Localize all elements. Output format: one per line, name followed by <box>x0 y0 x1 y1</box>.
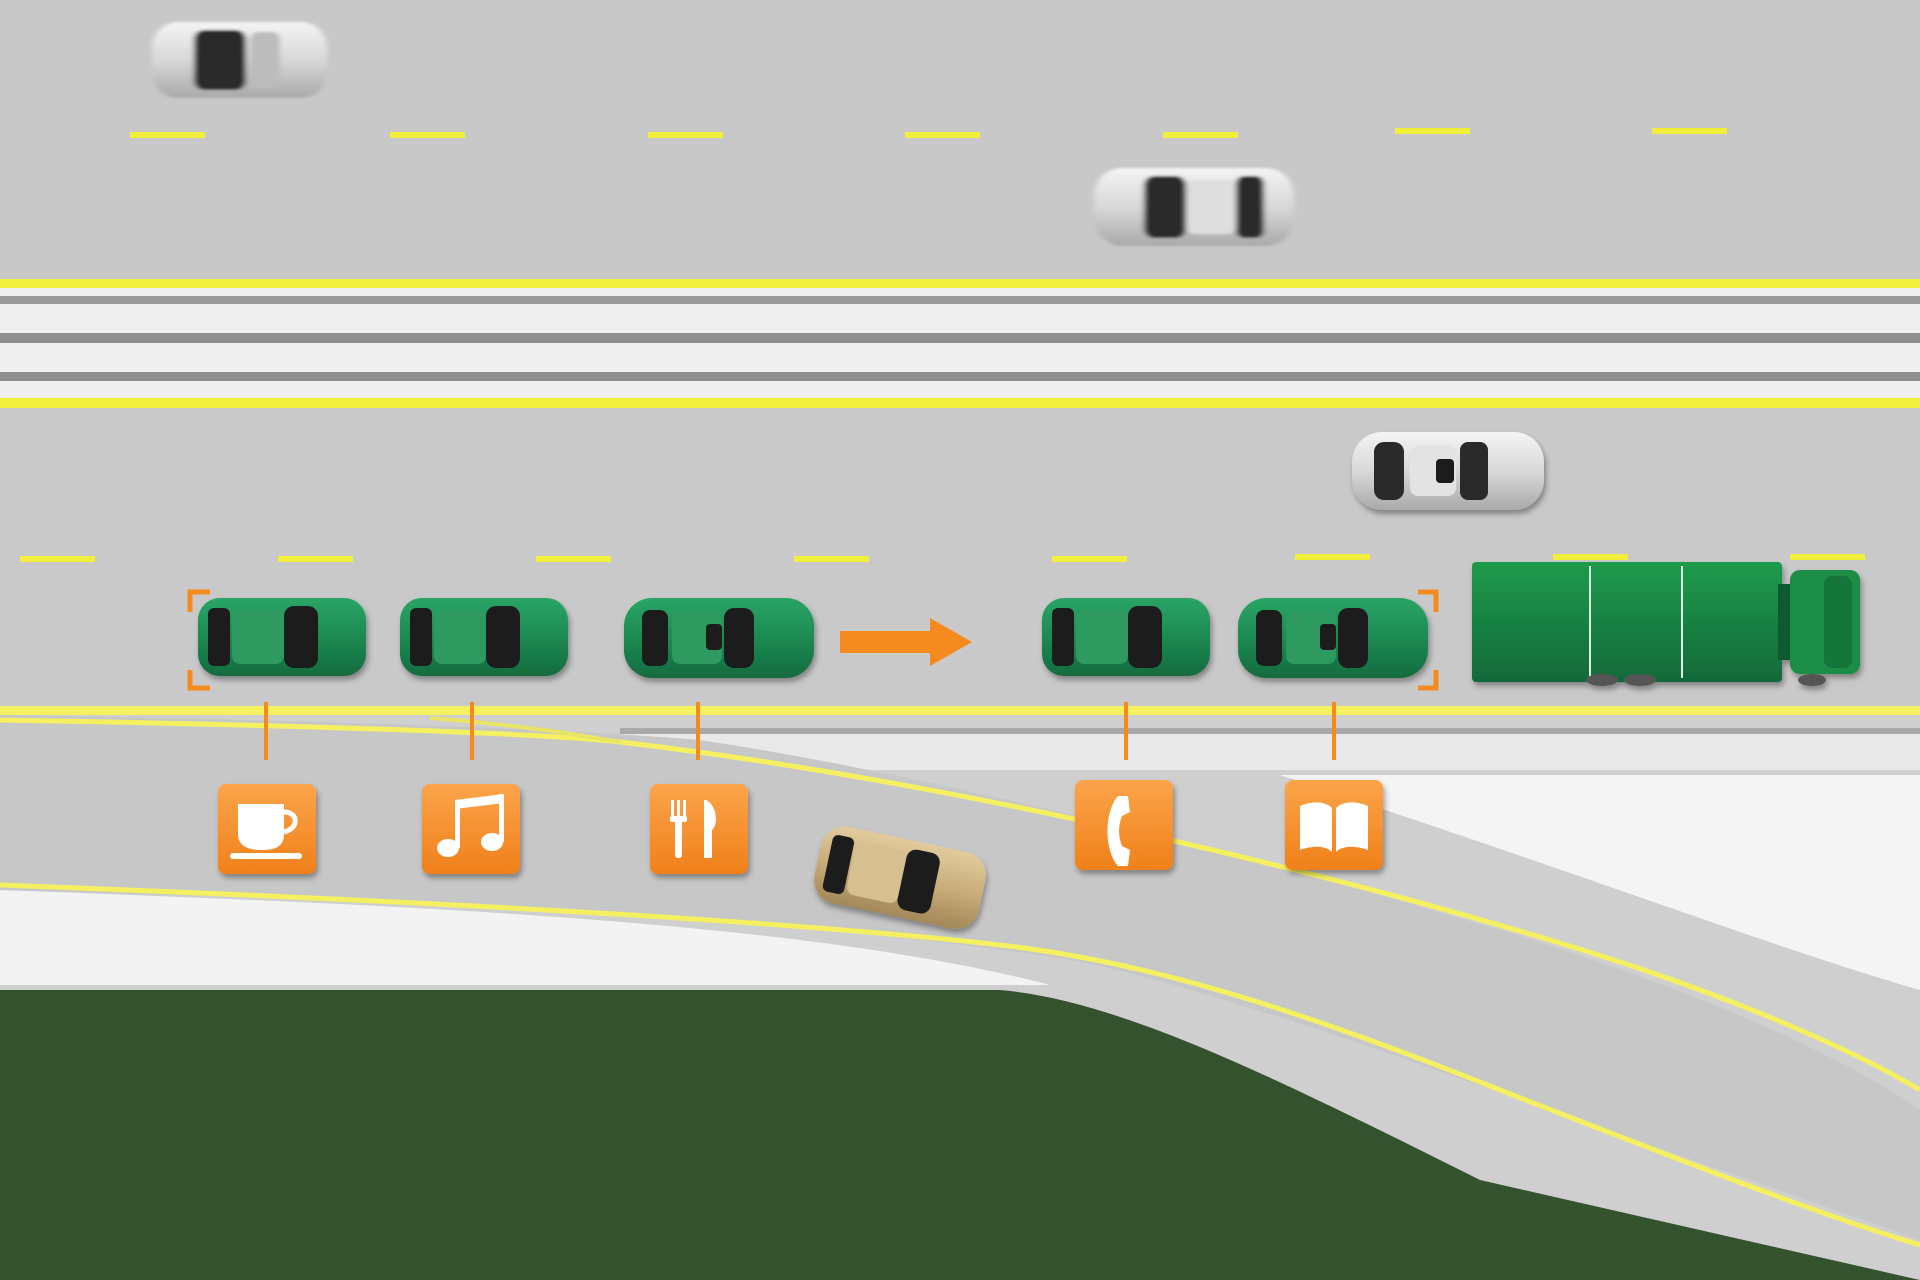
reading-tile <box>1285 780 1383 870</box>
platoon-bracket-right <box>1418 589 1439 691</box>
dining-tile <box>650 784 748 874</box>
music-tile <box>422 784 520 874</box>
platoon-bracket-left <box>187 589 210 691</box>
median-stripe-low <box>0 372 1920 381</box>
platoon-car-4 <box>1042 598 1210 676</box>
grass-verge <box>0 990 1920 1280</box>
median-stripe-top <box>0 296 1920 304</box>
silver-car-upper-left <box>152 22 327 98</box>
lower-lane-dashes <box>20 554 1865 562</box>
phone-tile <box>1075 780 1173 870</box>
lower-edge-line <box>0 398 1920 408</box>
platoon-lane-edge-line <box>0 706 1920 715</box>
fork-knife-icon <box>670 800 716 858</box>
divider-curb <box>620 732 1920 770</box>
ramp-split-line <box>429 716 621 744</box>
platoon-car-1 <box>198 598 366 676</box>
coffee-cup-icon <box>230 804 302 859</box>
median-strip <box>0 288 1920 400</box>
activity-connectors <box>264 702 1336 760</box>
platoon-car-5 <box>1238 598 1428 678</box>
lead-truck <box>1472 562 1860 686</box>
phone-handset-icon <box>1107 796 1130 866</box>
silver-car-upper-right <box>1094 168 1294 246</box>
platoon-car-2 <box>400 598 568 676</box>
direction-arrow-icon <box>840 618 972 666</box>
upper-lane-dashes <box>130 128 1727 138</box>
divider-curb-shade <box>620 728 1920 734</box>
upper-edge-line <box>0 279 1920 288</box>
white-shoulder <box>0 890 1050 985</box>
music-note-icon <box>437 794 504 857</box>
median-stripe-mid <box>0 333 1920 343</box>
open-book-icon <box>1300 802 1368 852</box>
gold-car-exiting <box>814 826 986 929</box>
platoon-car-3 <box>624 598 814 678</box>
ramp-edge-line-lower <box>0 882 1920 1248</box>
ramp-edge-line-upper <box>0 717 1920 1093</box>
coffee-tile <box>218 784 316 874</box>
right-shoulder <box>1280 775 1920 990</box>
silver-car-lower-lane <box>1352 432 1544 510</box>
